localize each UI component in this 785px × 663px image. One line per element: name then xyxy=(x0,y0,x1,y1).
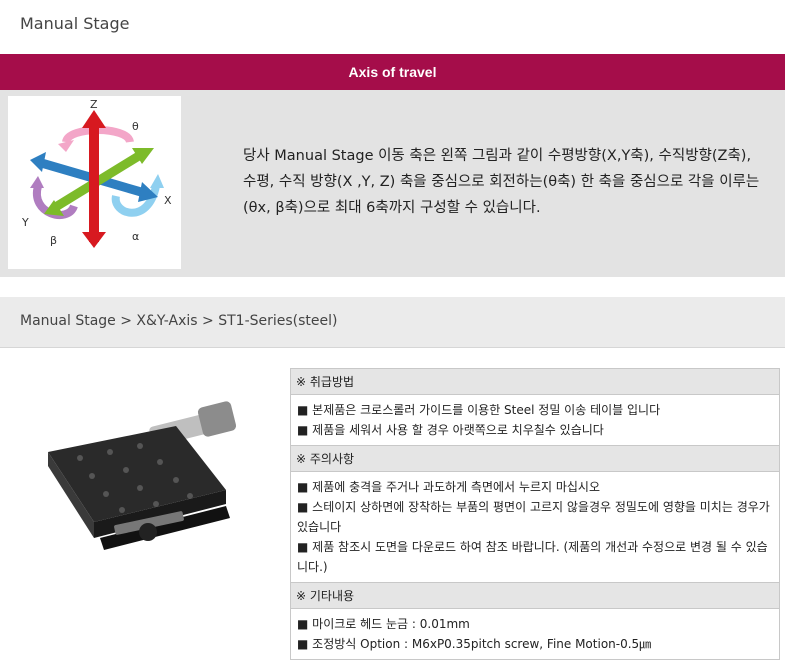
info-table: ※ 취급방법 ■ 본제품은 크로스롤러 가이드를 이용한 Steel 정밀 이송… xyxy=(290,368,780,660)
z-axis-arrow xyxy=(89,124,99,242)
info-line: ■ 제품 참조시 도면을 다운로드 하여 참조 바랍니다. (제품의 개선과 수… xyxy=(297,540,768,574)
axis-diagram: Z θ X Y β α xyxy=(8,96,181,269)
stage-side-face xyxy=(48,452,94,538)
info-line: ■ 제품을 세워서 사용 할 경우 아랫쪽으로 치우칠수 있습니다 xyxy=(297,423,604,437)
info-header-caution: ※ 주의사항 xyxy=(290,445,780,472)
section-heading: Axis of travel xyxy=(348,64,437,80)
stage-mount-holes xyxy=(77,443,193,513)
info-header-other: ※ 기타내용 xyxy=(290,582,780,609)
z-axis-arrowhead xyxy=(82,110,106,128)
alpha-label: α xyxy=(132,230,139,243)
x-axis-label: X xyxy=(164,194,172,207)
stage-base-plate xyxy=(100,506,230,550)
info-body-handling: ■ 본제품은 크로스롤러 가이드를 이용한 Steel 정밀 이송 테이블 입니… xyxy=(290,394,780,446)
theta-label: θ xyxy=(132,120,139,133)
info-line: ■ 마이크로 헤드 눈금 : 0.01mm xyxy=(297,617,470,631)
stage-top-plate xyxy=(48,426,226,522)
info-line: ■ 본제품은 크로스롤러 가이드를 이용한 Steel 정밀 이송 테이블 입니… xyxy=(297,403,661,417)
info-body-other: ■ 마이크로 헤드 눈금 : 0.01mm ■ 조정방식 Option : M6… xyxy=(290,608,780,660)
info-line: ■ 조정방식 Option : M6xP0.35pitch screw, Fin… xyxy=(297,637,652,651)
lock-knob xyxy=(139,523,157,541)
y-axis-arrowhead xyxy=(132,148,154,164)
page-title: Manual Stage xyxy=(20,14,130,33)
theta-rotation-arrowhead xyxy=(58,140,74,152)
y-axis-tail xyxy=(44,200,64,216)
y-axis-label: Y xyxy=(21,216,29,229)
z-axis-tail xyxy=(82,232,106,248)
section-heading-band: Axis of travel xyxy=(0,54,785,90)
product-stage-illustration xyxy=(48,401,237,550)
axis-diagram-svg: Z θ X Y β α xyxy=(21,98,172,248)
axis-panel: Z θ X Y β α 당사 Manual Stage 이동 축은 왼쪽 그림과… xyxy=(0,90,785,277)
x-axis-tail xyxy=(30,152,46,172)
beta-rotation-arrowhead xyxy=(30,176,44,188)
info-body-caution: ■ 제품에 충격을 주거나 과도하게 측면에서 누르지 마십시오 ■ 스테이지 … xyxy=(290,471,780,583)
lock-clamp xyxy=(114,511,184,535)
breadcrumb: Manual Stage > X&Y-Axis > ST1-Series(ste… xyxy=(20,313,338,329)
alpha-rotation-arrowhead xyxy=(150,174,164,188)
z-axis-label: Z xyxy=(90,98,98,111)
axis-description: 당사 Manual Stage 이동 축은 왼쪽 그림과 같이 수평방향(X,Y… xyxy=(243,148,760,216)
breadcrumb-bar: Manual Stage > X&Y-Axis > ST1-Series(ste… xyxy=(0,297,785,348)
info-header-handling: ※ 취급방법 xyxy=(290,368,780,395)
beta-label: β xyxy=(50,234,57,247)
info-line: ■ 제품에 충격을 주거나 과도하게 측면에서 누르지 마십시오 xyxy=(297,480,601,494)
micrometer-thimble xyxy=(197,401,237,437)
product-image xyxy=(30,390,270,580)
x-axis-arrowhead xyxy=(138,182,158,202)
info-line: ■ 스테이지 상하면에 장착하는 부품의 평면이 고르지 않을경우 정밀도에 영… xyxy=(297,500,770,534)
